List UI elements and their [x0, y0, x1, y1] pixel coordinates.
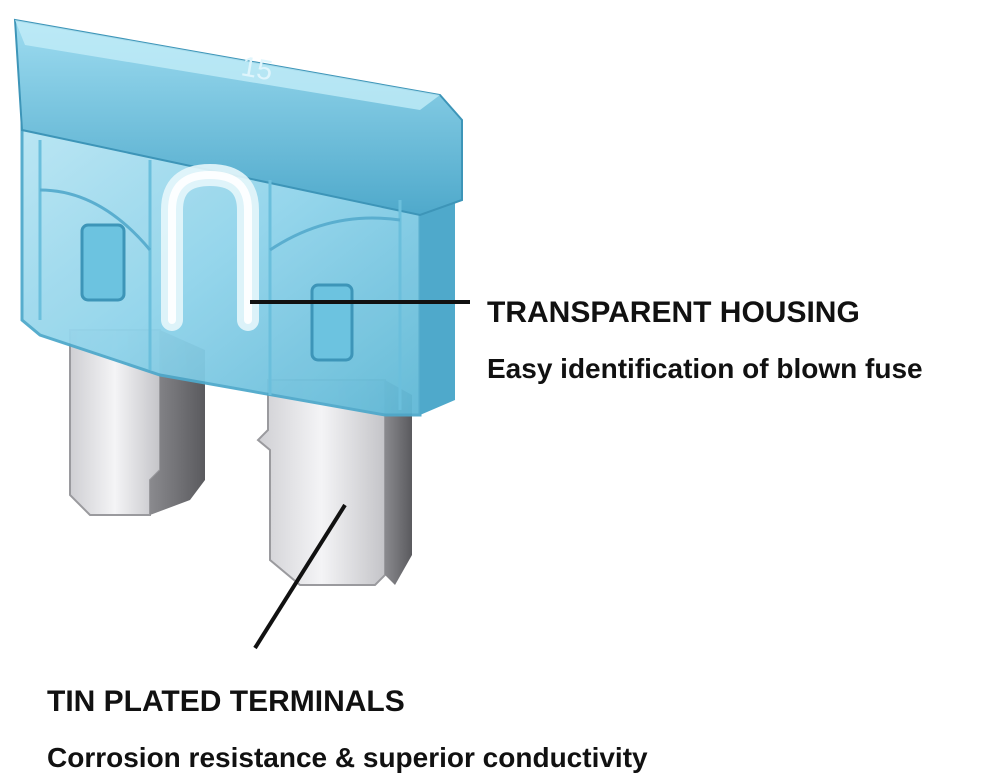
fuse-rating-label: 15 — [239, 50, 275, 86]
right-terminal — [256, 379, 412, 586]
housing-callout-description: Easy identification of blown fuse — [487, 353, 923, 384]
housing-callout-title: TRANSPARENT HOUSING — [487, 296, 860, 329]
terminals-callout-description: Corrosion resistance & superior conducti… — [47, 742, 648, 773]
transparent-housing — [13, 18, 463, 417]
terminals-callout-title: TIN PLATED TERMINALS — [47, 685, 405, 718]
terminals-leader-line — [253, 503, 347, 650]
